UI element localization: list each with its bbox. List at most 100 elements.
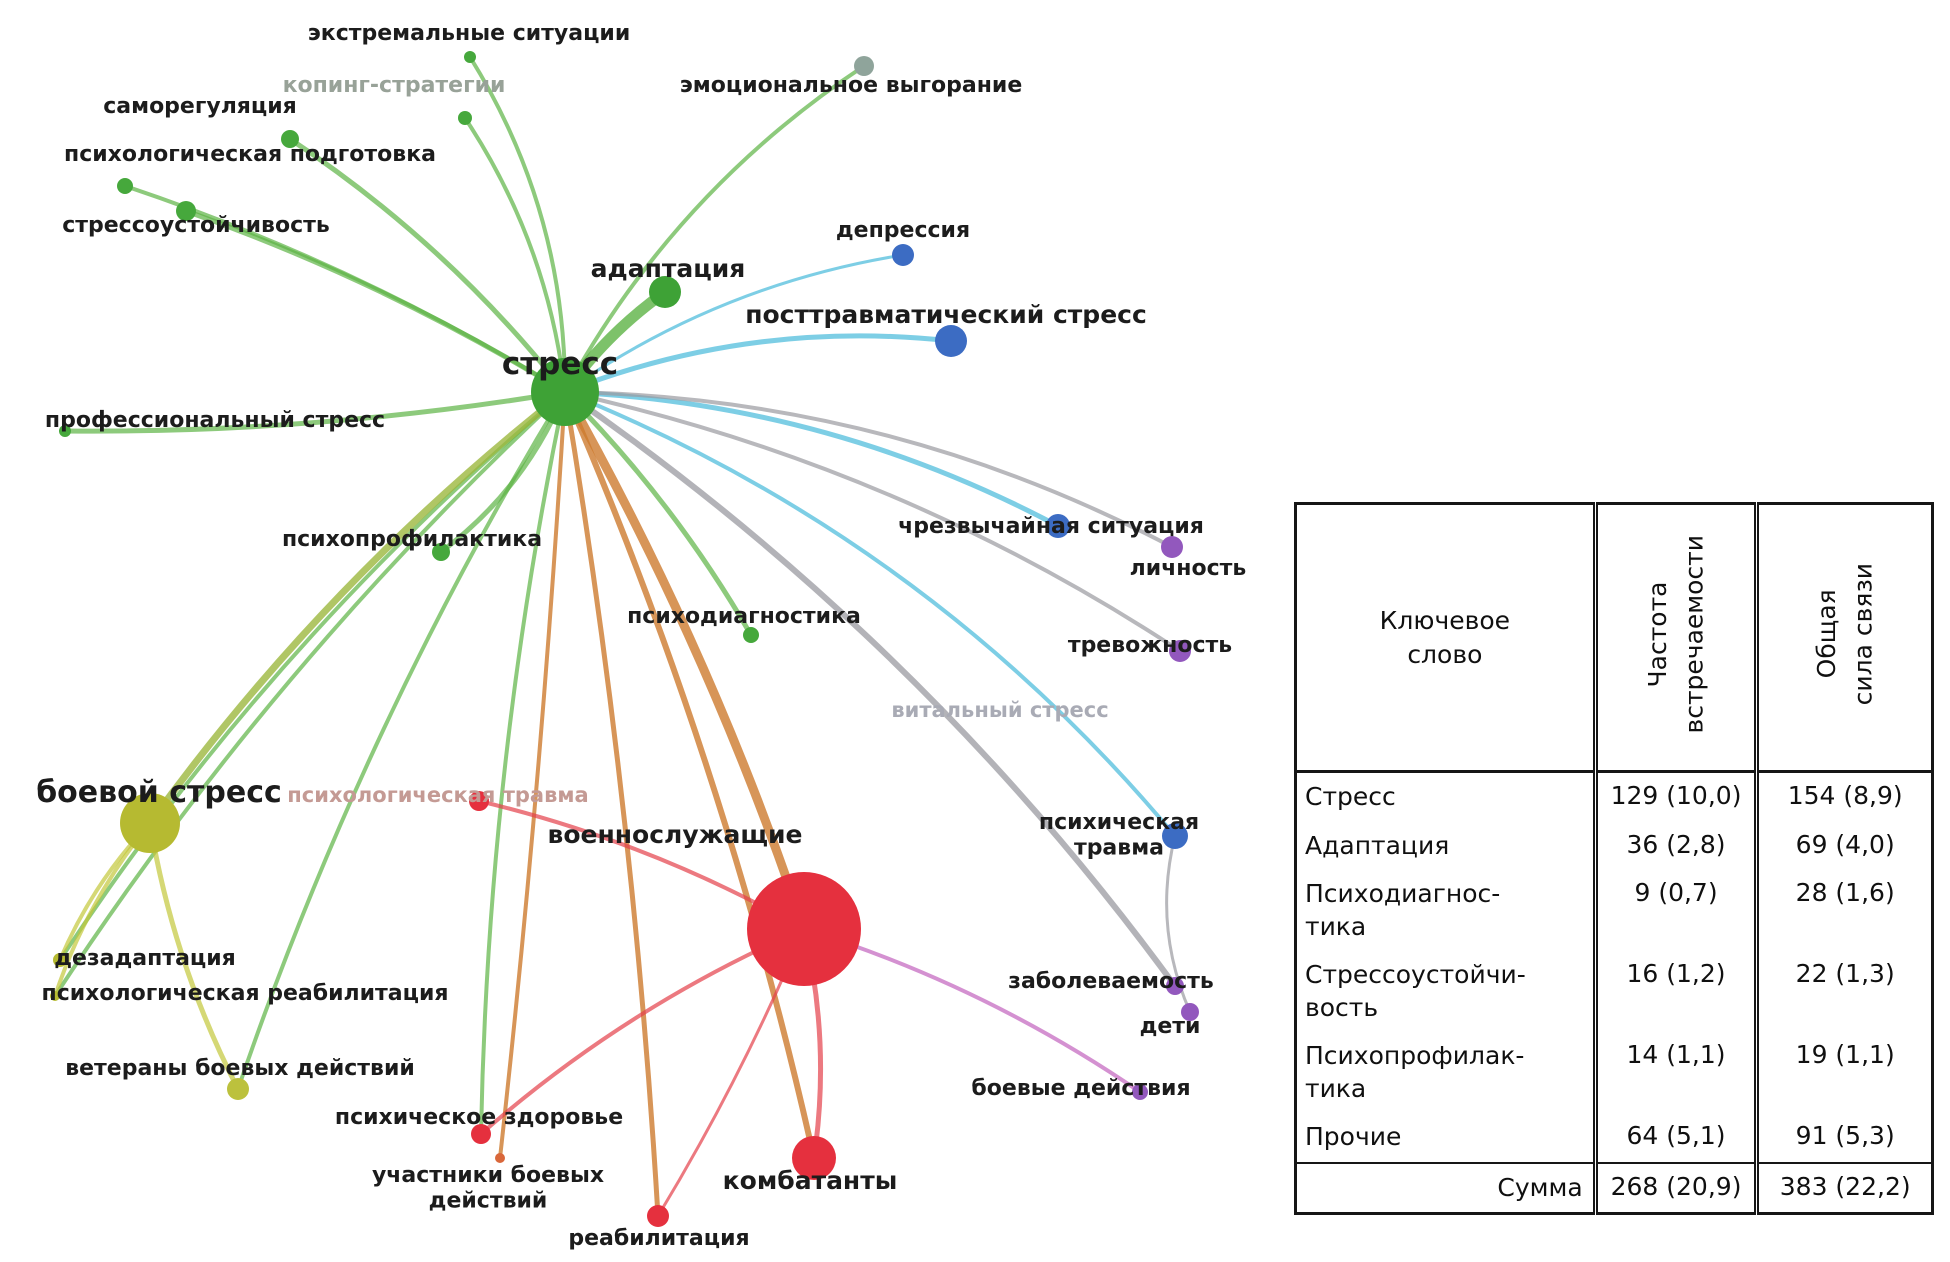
edges-layer	[53, 55, 1192, 1219]
cell-strength: 22 (1,3)	[1754, 951, 1933, 1032]
node-label-psychodiag: психодиагностика	[627, 604, 861, 629]
node-label-combatants: комбатанты	[723, 1166, 898, 1195]
edge-stress-combatstress	[146, 388, 569, 827]
node-label-mentalhealth: психическое здоровье	[335, 1105, 623, 1130]
table-row: Прочие 64 (5,1) 91 (5,3)	[1296, 1113, 1933, 1163]
node-label-anxiety: тревожность	[1068, 633, 1232, 658]
nodes-layer	[50, 51, 1199, 1227]
node-emergency	[1046, 514, 1070, 538]
node-combatactions	[1132, 1084, 1148, 1100]
cell-strength: 19 (1,1)	[1754, 1032, 1933, 1113]
cell-keyword: Стресс	[1305, 782, 1396, 811]
edge-stress-rehab	[562, 389, 661, 1219]
node-label-psytrauma: психологическая травма	[287, 783, 588, 807]
cell-keyword: Адаптация	[1305, 830, 1450, 860]
edge-stress-personality	[563, 390, 1174, 549]
edge-stress-mentaltrauma	[563, 390, 1177, 838]
cell-strength: 91 (5,3)	[1754, 1113, 1933, 1163]
node-personality	[1161, 536, 1183, 558]
cell-keyword: Психодиагнос- тика	[1305, 879, 1501, 941]
edge-stress-coping	[463, 116, 567, 394]
node-morbidity	[1166, 977, 1184, 995]
node-label-stress: стресс	[502, 346, 618, 382]
node-coping	[458, 111, 472, 125]
node-mentalhealth	[471, 1124, 491, 1144]
cell-keyword: Прочие	[1305, 1122, 1402, 1151]
table-row: Адаптация 36 (2,8) 69 (4,0)	[1296, 821, 1933, 870]
cell-strength: 154 (8,9)	[1754, 771, 1933, 822]
node-stressresist	[176, 201, 196, 221]
edge-stress-profstress	[62, 389, 568, 434]
node-label-morbidity: заболеваемость	[1008, 969, 1214, 994]
edge-stress-veterans	[236, 390, 567, 1091]
edge-stress-psyrehab	[53, 390, 567, 998]
node-label-rehab: реабилитация	[568, 1226, 749, 1251]
node-children	[1181, 1003, 1199, 1021]
cell-strength: 28 (1,6)	[1754, 870, 1933, 951]
node-combatants	[792, 1136, 836, 1180]
node-label-vital: витальный стресс	[891, 698, 1108, 722]
node-mentaltrauma	[1162, 823, 1188, 849]
cell-frequency: 16 (1,2)	[1592, 951, 1757, 1032]
cell-frequency: 36 (2,8)	[1592, 821, 1757, 870]
node-participants	[495, 1153, 505, 1163]
col-header-keyword: Ключевое слово	[1295, 503, 1596, 773]
node-psychoprof	[432, 543, 450, 561]
cell-keyword: Сумма	[1295, 1161, 1596, 1214]
node-anxiety	[1169, 640, 1191, 662]
edge-stress-burnout	[563, 64, 866, 394]
edge-stress-psychodiag	[562, 389, 754, 638]
cell-frequency: 64 (5,1)	[1592, 1113, 1757, 1163]
node-combatstress	[120, 793, 180, 853]
node-depression	[892, 244, 914, 266]
edge-stress-emergency	[562, 389, 1061, 529]
edge-stress-samoreg	[287, 136, 568, 395]
node-label-emergency: чрезвычайная ситуация	[898, 514, 1204, 539]
node-ptsd	[935, 325, 967, 357]
cell-frequency: 9 (0,7)	[1592, 870, 1757, 951]
table-row: Стрессоустойчи- вость 16 (1,2) 22 (1,3)	[1296, 951, 1933, 1032]
edge-stress-depression	[563, 253, 905, 394]
node-label-psychoprep: психологическая подготовка	[64, 142, 436, 167]
cell-strength: 69 (4,0)	[1754, 821, 1933, 870]
node-psychodiag	[743, 627, 759, 643]
edge-stress-combatants	[562, 389, 817, 1161]
cell-strength: 383 (22,2)	[1754, 1161, 1933, 1214]
node-dezadapt	[53, 953, 67, 967]
cell-frequency: 14 (1,1)	[1592, 1032, 1757, 1113]
node-label-combatstress: боевой стресс	[36, 775, 282, 810]
table-row: Психодиагнос- тика 9 (0,7) 28 (1,6)	[1296, 870, 1933, 951]
col-header-frequency: Частота встречаемости	[1592, 503, 1757, 773]
node-psychoprep	[117, 178, 133, 194]
node-psyrehab	[50, 991, 60, 1001]
edge-stress-anxiety	[563, 390, 1182, 653]
node-label-depression: депрессия	[836, 218, 970, 243]
cell-frequency: 268 (20,9)	[1592, 1161, 1757, 1214]
table-header-row: Ключевое слово Частота встречаемости Общ…	[1295, 503, 1933, 773]
node-label-coping: копинг-стратегии	[283, 73, 506, 98]
node-label-military: военнослужащие	[548, 820, 803, 849]
node-label-stressresist: стрессоустойчивость	[62, 213, 330, 238]
node-psytrauma	[469, 791, 489, 811]
edge-stress-dezadapt	[58, 390, 567, 962]
node-label-veterans: ветераны боевых действий	[65, 1056, 415, 1081]
edge-combatstress-veterans	[147, 820, 241, 1092]
node-profstress	[59, 425, 71, 437]
node-label-samoreg: саморегуляция	[103, 94, 297, 119]
edge-stress-military	[560, 387, 809, 934]
edge-stress-ptsd	[562, 333, 954, 395]
cell-frequency: 129 (10,0)	[1592, 771, 1757, 822]
edge-stress-participants	[498, 390, 567, 1160]
node-label-dezadapt: дезадаптация	[54, 946, 236, 971]
node-adaptation	[649, 276, 681, 308]
node-stress	[531, 358, 599, 426]
node-label-personality: личность	[1130, 556, 1247, 581]
node-label-combatactions: боевые действия	[971, 1076, 1190, 1101]
edge-stress-stressresist	[183, 208, 568, 395]
node-veterans	[227, 1078, 249, 1100]
